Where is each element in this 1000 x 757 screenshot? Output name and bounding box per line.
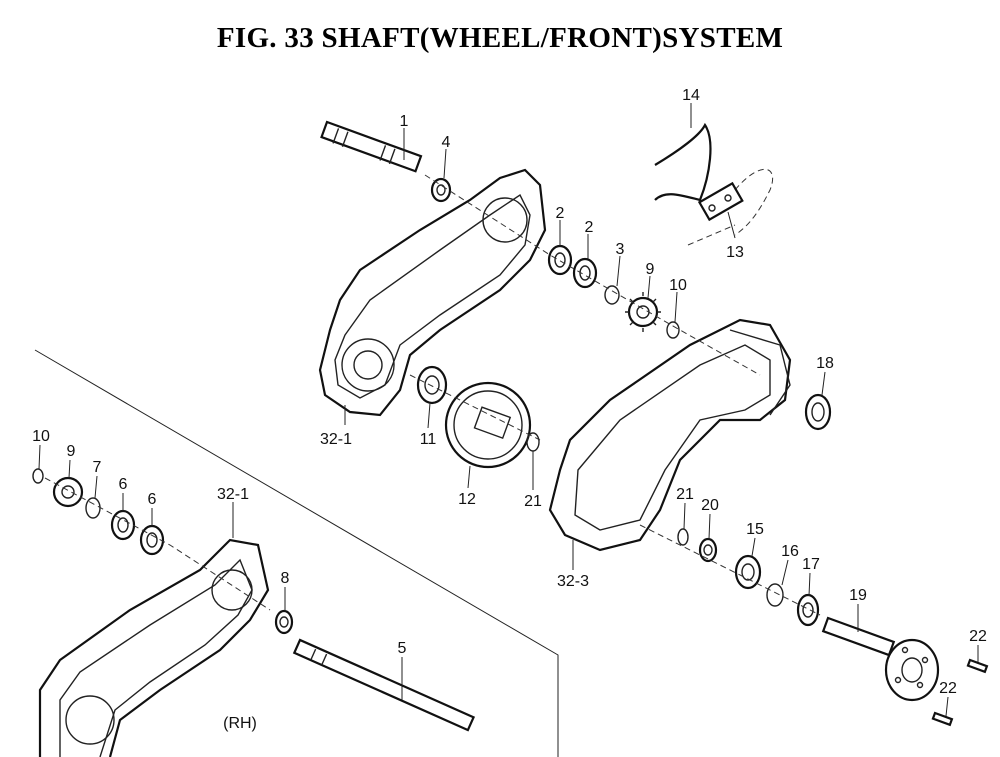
part-13-chain-link [697, 181, 744, 222]
callout-20: 20 [701, 497, 719, 514]
callout-5: 5 [398, 640, 407, 657]
part-17-seal [796, 593, 820, 627]
part-19-hub-shaft [821, 616, 940, 702]
callout-10a: 10 [669, 277, 687, 294]
callout-14: 14 [682, 87, 700, 104]
part-12-large-sprocket [444, 381, 532, 469]
part-11-bearing [416, 365, 448, 405]
callout-10b: 10 [32, 428, 50, 445]
callout-21b: 21 [676, 486, 694, 503]
callout-3: 3 [616, 241, 625, 258]
part-15-bearing [734, 554, 762, 590]
callout-2a: 2 [556, 205, 565, 222]
callout-22b: 22 [939, 680, 957, 697]
part-8-seal [274, 609, 294, 635]
part-21-ring-b [677, 528, 689, 546]
part-1-shaft [320, 120, 423, 173]
part-2-bearing-a [547, 244, 573, 276]
callout-17: 17 [802, 556, 820, 573]
part-32-3-case [548, 318, 792, 552]
part-14-chain [654, 122, 774, 246]
callout-11: 11 [420, 431, 437, 448]
callout-15: 15 [746, 521, 764, 538]
callout-22a: 22 [969, 628, 987, 645]
part-3-snap-ring [604, 285, 620, 305]
part-32-1-case-lower [38, 538, 270, 757]
part-5-axle-shaft [292, 638, 476, 732]
callout-16: 16 [781, 543, 799, 560]
part-16-snap-ring [766, 583, 784, 607]
callout-32-3: 32-3 [557, 573, 589, 590]
part-9-sprocket-upper [625, 292, 661, 332]
callout-32-1a: 32-1 [320, 431, 352, 448]
callout-9a: 9 [646, 261, 655, 278]
part-10-ring-upper [666, 321, 680, 339]
callout-32-1b: 32-1 [217, 486, 249, 503]
rh-inset-frame [34, 349, 559, 757]
part-22-stud-b [931, 711, 954, 727]
callout-19: 19 [849, 587, 867, 604]
part-22-stud-a [966, 658, 989, 674]
callout-12: 12 [458, 491, 476, 508]
callout-1: 1 [400, 113, 409, 130]
part-20-washer [698, 537, 718, 563]
part-4-seal [430, 177, 452, 203]
callout-6a: 6 [119, 476, 128, 493]
callout-18: 18 [816, 355, 834, 372]
part-18-seal [804, 393, 832, 431]
part-10-ring-lower [32, 468, 44, 484]
part-32-1-case-upper [318, 168, 547, 417]
callout-2b: 2 [585, 219, 594, 236]
callout-6b: 6 [148, 491, 157, 508]
part-21-ring-a [526, 432, 540, 452]
callout-9b: 9 [67, 443, 76, 460]
part-9-sprocket-lower [52, 476, 84, 508]
callout-7: 7 [93, 459, 102, 476]
figure-title: FIG. 33 SHAFT(WHEEL/FRONT)SYSTEM [216, 22, 784, 54]
rh-label: (RH) [223, 715, 257, 732]
callout-21a: 21 [524, 493, 542, 510]
callout-4: 4 [442, 134, 451, 151]
part-7-snap-ring [85, 497, 101, 519]
part-2-bearing-b [572, 257, 598, 289]
callout-13: 13 [726, 244, 744, 261]
part-6-bearing-a [110, 509, 136, 541]
callout-8: 8 [281, 570, 290, 587]
